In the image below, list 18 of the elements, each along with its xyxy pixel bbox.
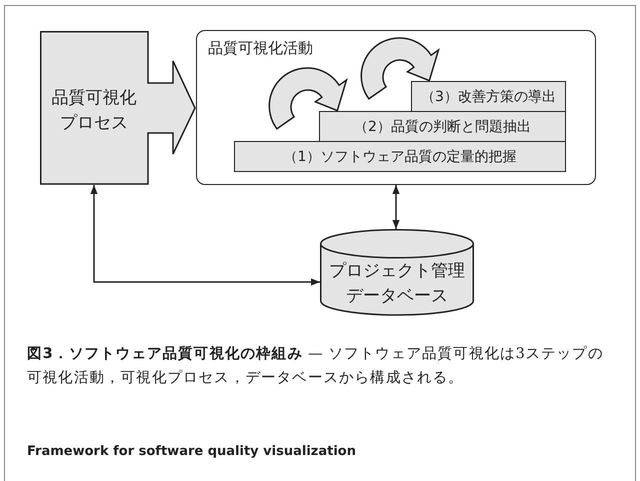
step-label: （1）ソフトウェア品質の定量的把握 [284, 148, 516, 166]
connector-arrow [90, 185, 320, 286]
figure-caption: 図3．ソフトウェア品質可視化の枠組み — ソフトウェア品質可視化は3ステップの可視化活動，可視化プロセス，データベースから構成される。 [27, 344, 604, 388]
step-bar [411, 81, 566, 112]
connector-arrow [392, 185, 400, 229]
curved-arrow [360, 37, 440, 100]
step-label: （3）改善方策の導出 [421, 88, 556, 106]
english-caption: Framework for software quality visualization [27, 444, 356, 459]
panel-heading: 品質可視化活動 [208, 39, 313, 58]
step-bar [319, 111, 566, 142]
activity-panel [196, 30, 596, 185]
process-label: 品質可視化プロセス [50, 87, 138, 135]
curved-arrow [268, 67, 348, 130]
step-bar [234, 141, 566, 172]
step-label: （2）品質の判断と問題抽出 [354, 118, 531, 136]
database-cylinder [320, 229, 474, 315]
process-block-arrow [40, 31, 196, 185]
database-label: プロジェクト管理データベース [328, 260, 466, 308]
